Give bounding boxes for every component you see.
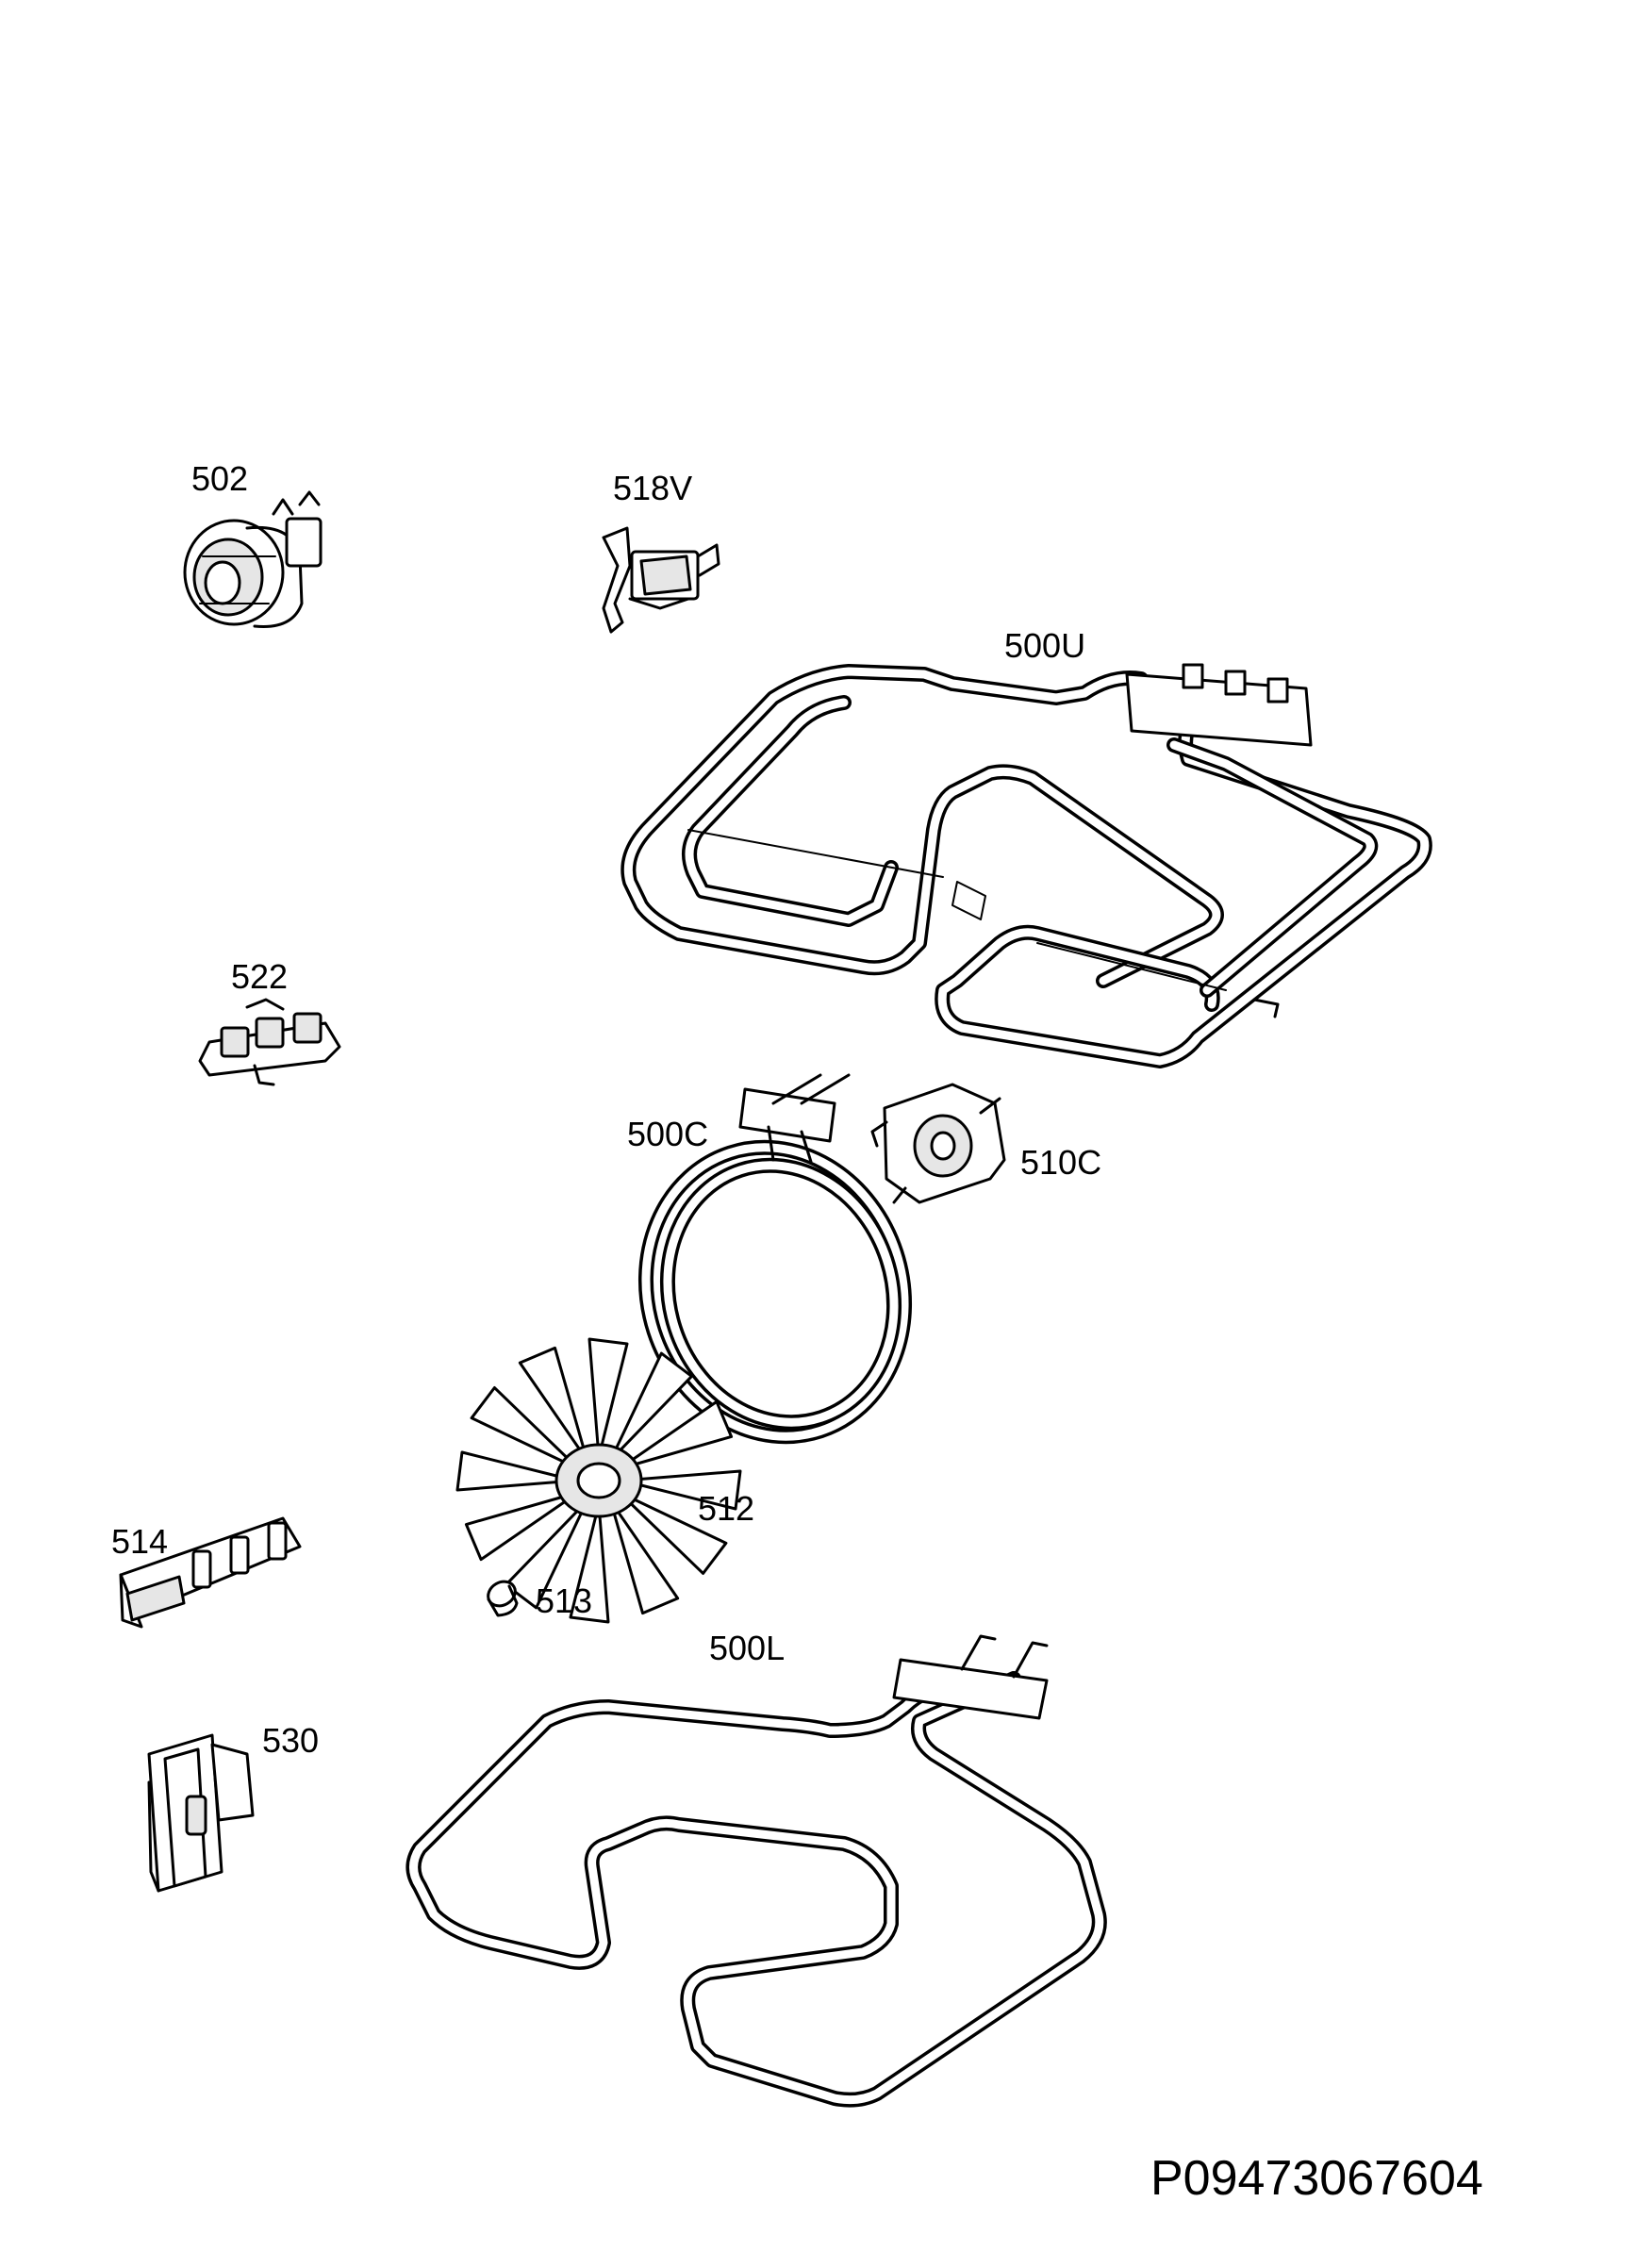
part-label-514: 514 — [111, 1522, 169, 1561]
terminal-connector-icon — [198, 998, 341, 1086]
part-label-518V: 518V — [613, 469, 693, 507]
part-label-513: 513 — [536, 1581, 593, 1620]
cable-holder-icon — [147, 1733, 255, 1893]
switch-block-icon — [119, 1516, 302, 1629]
upper-heating-element-icon — [620, 663, 1432, 1068]
thermal-cutout-icon — [602, 526, 720, 634]
fan-motor-icon — [870, 1083, 1006, 1204]
part-label-510C: 510C — [1020, 1143, 1102, 1182]
nut-icon — [487, 1580, 519, 1617]
part-label-500U: 500U — [1004, 626, 1086, 665]
circular-heating-element-icon — [637, 1073, 913, 1445]
part-label-522: 522 — [231, 957, 289, 996]
part-label-500C: 500C — [627, 1115, 709, 1153]
part-label-502: 502 — [191, 459, 249, 498]
lower-heating-element-icon — [405, 1634, 1107, 2108]
part-label-500L: 500L — [709, 1629, 786, 1667]
part-label-512: 512 — [698, 1489, 755, 1528]
document-code: P09473067604 — [1150, 2151, 1483, 2206]
part-label-530: 530 — [262, 1721, 320, 1760]
fan-blade-icon — [455, 1337, 742, 1624]
thermostat-knob-icon — [183, 490, 323, 628]
